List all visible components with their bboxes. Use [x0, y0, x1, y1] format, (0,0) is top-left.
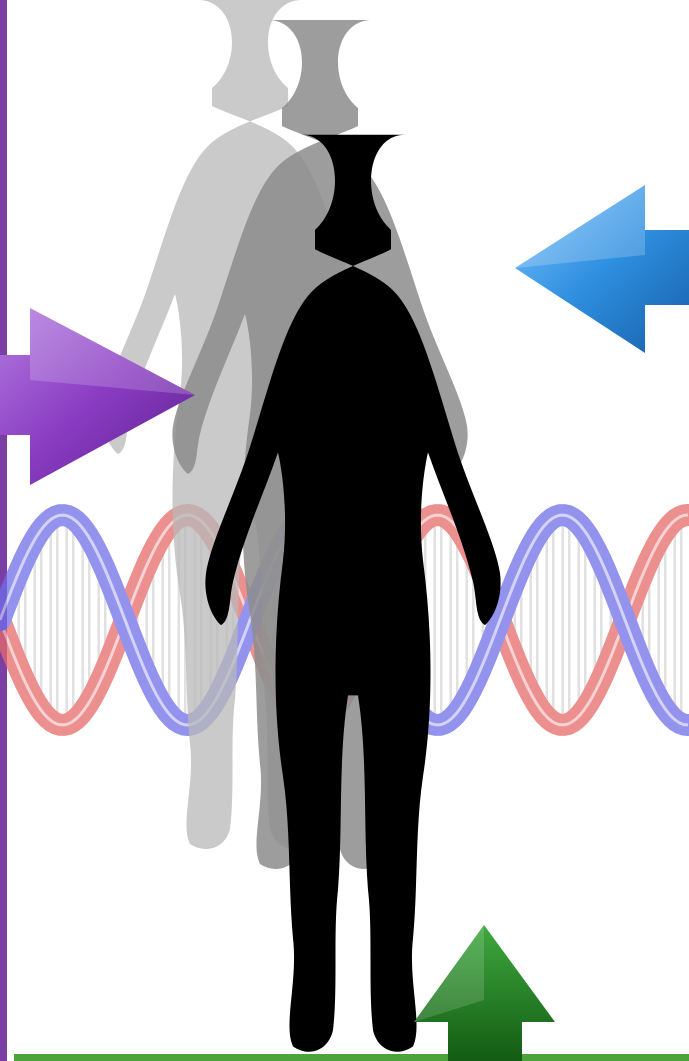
arrow-left-icon: [515, 185, 689, 353]
arrow-right-icon: [0, 308, 195, 485]
arrow-up-icon: [414, 925, 555, 1061]
